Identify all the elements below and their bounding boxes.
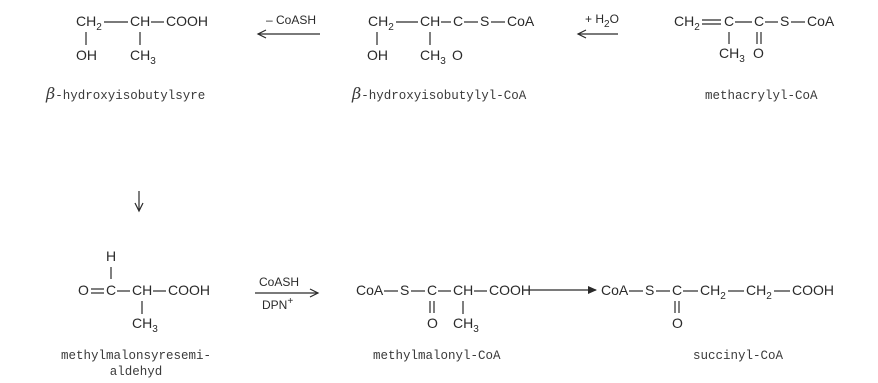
condition-coash: CoASH	[259, 275, 299, 289]
beta-symbol: β	[46, 84, 56, 103]
coa-group: CoA	[601, 282, 629, 298]
ch2-group: CH2	[76, 13, 102, 33]
ch-group: CH	[453, 282, 473, 298]
label-text: -hydroxyisobutylyl-CoA	[361, 89, 527, 103]
ch2-group: CH2	[700, 282, 726, 302]
ch3-group: CH3	[130, 47, 156, 67]
label-text: -hydroxyisobutylsyre	[55, 89, 206, 103]
cooh-group: COOH	[168, 282, 210, 298]
methacrylyl-coa-structure: CH2 C C S CoA CH3 O	[674, 13, 835, 65]
label-methylmalonic-semialdehyde: methylmalonsyresemi- aldehyd	[36, 348, 236, 380]
ch3-group: CH3	[132, 315, 158, 335]
methylmalonic-semialdehyde-structure: H O C CH COOH CH3	[78, 248, 210, 335]
o-atom: O	[78, 282, 89, 298]
arrow-oxidation	[255, 288, 320, 298]
condition-minus-coash: – CoASH	[266, 13, 316, 27]
oh-group: OH	[76, 47, 97, 63]
cooh-group: COOH	[489, 282, 531, 298]
c-atom: C	[453, 13, 463, 29]
ch2-group: CH2	[746, 282, 772, 302]
label-methacrylyl-coa: methacrylyl-CoA	[705, 89, 818, 103]
cooh-group: COOH	[166, 13, 208, 29]
ch3-group: CH3	[420, 47, 446, 67]
c-atom: C	[427, 282, 437, 298]
ch2-group: CH2	[674, 13, 700, 33]
condition-dpn: DPN+	[262, 296, 293, 312]
ch3-group: CH3	[453, 315, 479, 335]
ch3-group: CH3	[719, 45, 745, 65]
arrow-dehydration	[256, 29, 320, 39]
condition-plus-h2o: + H2O	[585, 12, 619, 30]
s-atom: S	[480, 13, 489, 29]
arrow-down	[134, 191, 144, 213]
c-atom: C	[106, 282, 116, 298]
methylmalonyl-coa-structure: CoA S C CH COOH O CH3	[356, 282, 531, 335]
label-line-1: methylmalonsyresemi-	[60, 349, 212, 363]
o-atom: O	[452, 47, 463, 63]
s-atom: S	[645, 282, 654, 298]
c-atom: C	[754, 13, 764, 29]
label-methylmalonyl-coa: methylmalonyl-CoA	[373, 349, 501, 363]
label-hydroxyisobutyryl-coa: β-hydroxyisobutylyl-CoA	[352, 86, 526, 104]
beta-symbol: β	[352, 84, 362, 103]
ch2-group: CH2	[368, 13, 394, 33]
s-atom: S	[780, 13, 789, 29]
oh-group: OH	[367, 47, 388, 63]
cooh-group: COOH	[792, 282, 834, 298]
hydroxyisobutyryl-coa-structure: CH2 CH C S CoA OH CH3 O	[367, 13, 535, 67]
o-atom: O	[427, 315, 438, 331]
succinyl-coa-structure: CoA S C CH2 CH2 COOH O	[601, 282, 834, 331]
coa-group: CoA	[507, 13, 535, 29]
arrow-hydration	[576, 29, 618, 39]
coa-group: CoA	[356, 282, 384, 298]
ch-group: CH	[420, 13, 440, 29]
label-line-2: aldehyd	[109, 365, 163, 379]
coa-group: CoA	[807, 13, 835, 29]
ch-group: CH	[130, 13, 150, 29]
ch-group: CH	[132, 282, 152, 298]
label-succinyl-coa: succinyl-CoA	[693, 349, 784, 363]
o-atom: O	[753, 45, 764, 61]
c-atom: C	[724, 13, 734, 29]
s-atom: S	[400, 282, 409, 298]
arrow-isomerization	[524, 286, 597, 294]
c-atom: C	[672, 282, 682, 298]
h-atom: H	[106, 248, 116, 264]
hydroxyisobutyric-acid-structure: CH2 CH COOH OH CH3	[76, 13, 208, 67]
o-atom: O	[672, 315, 683, 331]
label-hydroxyisobutyric-acid: β-hydroxyisobutylsyre	[46, 86, 205, 104]
